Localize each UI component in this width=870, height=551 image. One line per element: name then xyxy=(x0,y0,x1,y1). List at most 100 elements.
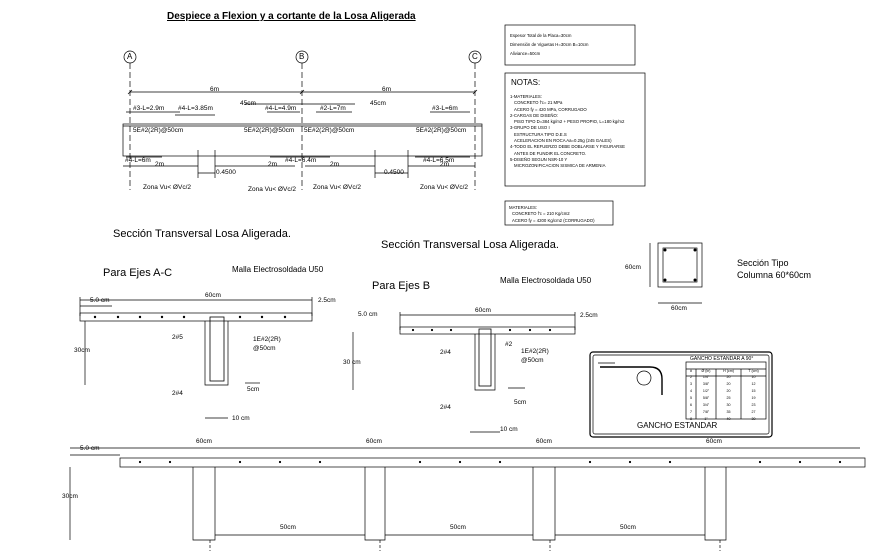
section-ac-stirrup-spacing: @50cm xyxy=(253,345,276,352)
beam-elevation xyxy=(122,123,483,157)
note-line: ANTES DE FUNDIR EL CONCRETO. xyxy=(514,150,587,156)
section-ac-dim-5cm: 5cm xyxy=(247,386,260,393)
stirrup-1: 5E#2(2R)@50cm xyxy=(133,127,184,134)
section-b-dim-width: 60cm xyxy=(475,307,491,314)
gancho-table-cell: 7/8" xyxy=(702,409,710,414)
info-box xyxy=(504,24,636,66)
stirrup-4: 5E#2(2R)@50cm xyxy=(416,127,467,134)
two-m-3: 2m xyxy=(330,161,340,168)
axis-c-label: C xyxy=(472,52,478,61)
span-2-dim: 6m xyxy=(382,86,392,93)
notes-title: NOTAS: xyxy=(511,78,541,87)
gancho-table-cell: 27 xyxy=(751,409,756,414)
bottom-span-3: 50cm xyxy=(620,524,636,531)
materials-box xyxy=(504,200,614,226)
material-line: ACERO fy = 4200 Kg/cm2 (CORRUGADO) xyxy=(512,217,595,223)
note-line: 1-MATERIALES: xyxy=(510,94,542,99)
section-ac-stirrup: 1E#2(2R) xyxy=(253,336,281,343)
two-m-1: 2m xyxy=(155,161,165,168)
gancho-table-cell: 6 xyxy=(690,402,692,407)
info-line: Aliviance=50cm xyxy=(510,51,541,56)
zone-2: Zona Vu< ØVc/2 xyxy=(248,186,296,193)
column-title-1: Sección Tipo xyxy=(737,258,789,268)
gancho-table-cell: 20 xyxy=(726,388,731,393)
top-bar-1: #3-L=2.9m xyxy=(133,105,165,112)
drawing-title: Despiece a Flexion y a cortante de la Lo… xyxy=(167,11,416,22)
top-bar-5: #3-L=6m xyxy=(432,105,458,112)
section-ac-dim-10cm: 10 cm xyxy=(232,415,250,422)
top-bar-3: #4-L=4.9m xyxy=(265,105,297,112)
column-section xyxy=(657,242,703,288)
offset-1-dim: 45cm xyxy=(240,100,256,107)
section-b-title: Sección Transversal Losa Aligerada. xyxy=(381,239,559,251)
bottom-dim-1: 60cm xyxy=(196,438,212,445)
bottom-span-1: 50cm xyxy=(280,524,296,531)
gancho-box xyxy=(589,351,773,438)
gancho-table-cell: 3/4" xyxy=(702,402,710,407)
materials-list: MATERIALES: CONCRETO f'c = 210 Kg/cm2 AC… xyxy=(509,205,595,224)
gancho-table-cell: 10 xyxy=(751,374,756,379)
gancho-table-cell: 1/4" xyxy=(702,374,710,379)
zone-3: Zona Vu< ØVc/2 xyxy=(313,184,361,191)
section-b-stirrup-spacing: @50cm xyxy=(521,357,544,364)
section-b-dim-5cm: 5cm xyxy=(514,399,527,406)
info-box-text: Espesor Total de la Placa=30cm Dimensión… xyxy=(510,31,589,58)
bottom-bar-2: #4-L=6.4m xyxy=(285,157,317,164)
section-ac-dim-height: 30cm xyxy=(74,347,90,354)
gancho-table-grid xyxy=(685,361,767,420)
bottom-rib-1 xyxy=(192,467,216,541)
gancho-table-header: # Ø (in) H (cm) T (cm) xyxy=(686,369,766,374)
gancho-table-cell: 1/2" xyxy=(702,388,710,393)
gancho-table-cell: 23 xyxy=(751,402,756,407)
gancho-table-cell: 35 xyxy=(726,409,731,414)
bottom-bar-3: #4-L=6.5m xyxy=(423,157,455,164)
gancho-table-cell: 15 xyxy=(751,388,756,393)
gancho-table-cell: 20 xyxy=(726,381,731,386)
section-b-dim-height: 30 cm xyxy=(343,359,361,366)
gancho-header-cell: H (cm) xyxy=(723,369,734,373)
section-b-dim-topping: 2.5cm xyxy=(580,312,598,319)
dist-1: 0.4500 xyxy=(216,169,236,176)
bottom-dim-2: 60cm xyxy=(366,438,382,445)
note-line: 2-CARGAS DE DISEÑO: xyxy=(510,112,558,118)
gancho-header-cell: Ø (in) xyxy=(701,369,711,373)
section-b-bar-bottom: 2#4 xyxy=(440,404,451,411)
section-ac-title: Sección Transversal Losa Aligerada. xyxy=(113,228,291,240)
gancho-table-cell: 5/8" xyxy=(702,395,710,400)
section-b-mesh: Malla Electrosoldada U50 xyxy=(500,276,592,285)
section-ac-dim-cover: 5.0 cm xyxy=(90,297,110,304)
bottom-span-2: 50cm xyxy=(450,524,466,531)
section-b-dim-10cm: 10 cm xyxy=(500,426,518,433)
two-m-2: 2m xyxy=(268,161,278,168)
gancho-table-cell: 12 xyxy=(751,381,756,386)
gancho-header-cell: T (cm) xyxy=(748,369,759,373)
offset-2-dim: 45cm xyxy=(370,100,386,107)
bottom-slab xyxy=(119,457,866,468)
note-line: PISO TIPO D=384 kg/m2 + PESO PROPIO, L=1… xyxy=(514,119,625,125)
bottom-dim-4: 60cm xyxy=(706,438,722,445)
bottom-bar-1: #4-L=6m xyxy=(125,157,151,164)
two-m-4: 2m xyxy=(440,161,450,168)
bottom-dim-cover: 5.0 cm xyxy=(80,445,100,452)
section-ac-rib xyxy=(204,321,229,386)
column-dim-height: 60cm xyxy=(625,264,641,271)
bottom-rib-4 xyxy=(704,467,727,541)
gancho-table-cell: 30 xyxy=(751,416,756,421)
section-b-rib xyxy=(474,334,496,391)
gancho-table-cell: 5 xyxy=(690,395,692,400)
section-ac-dim-topping: 2.5cm xyxy=(318,297,336,304)
section-b-bar-top: 2#4 xyxy=(440,349,451,356)
gancho-table-cell: 3/8" xyxy=(702,381,710,386)
section-ac-dim-width: 60cm xyxy=(205,292,221,299)
bottom-dim-3: 60cm xyxy=(536,438,552,445)
axis-a-label: A xyxy=(127,52,133,61)
section-ac-bar-top: 2#5 xyxy=(172,334,183,341)
